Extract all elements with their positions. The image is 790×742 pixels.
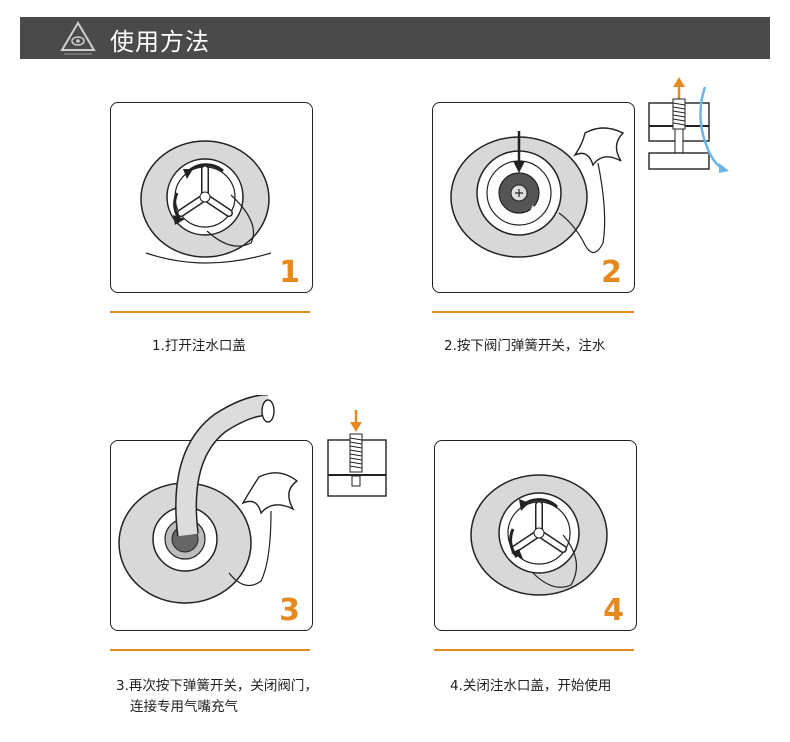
step-2-divider (432, 311, 634, 313)
valve-press-spring-illustration (450, 127, 625, 258)
step-1-panel: 1 (110, 102, 313, 293)
step-2-number: 2 (601, 255, 622, 290)
section-header: 使用方法 (20, 17, 770, 59)
step-1-divider (110, 311, 310, 313)
inflation-hose (160, 395, 280, 545)
step-3-number: 3 (279, 593, 300, 628)
step-4-number: 4 (603, 593, 624, 628)
page-title: 使用方法 (110, 28, 210, 56)
step-3-divider (110, 649, 310, 651)
step-4-divider (434, 649, 634, 651)
step-2-panel: 2 (432, 102, 635, 293)
step-3-caption-line2: 连接专用气嘴充气 (130, 699, 238, 715)
step-3-caption-line1: 3.再次按下弹簧开关，关闭阀门， (116, 678, 318, 694)
step-2-valve-detail (645, 77, 735, 177)
triangle-eye-logo-icon (58, 20, 98, 56)
step-2-caption: 2.按下阀门弹簧开关，注水 (444, 338, 606, 354)
step-4-panel: 4 (434, 440, 637, 631)
step-1-caption: 1.打开注水口盖 (152, 338, 246, 354)
step-4-caption: 4.关闭注水口盖，开始使用 (450, 678, 612, 694)
step-3-valve-detail (326, 408, 388, 498)
valve-open-cap-illustration (140, 140, 272, 264)
step-1-number: 1 (279, 255, 300, 290)
valve-close-cap-illustration (470, 474, 608, 596)
